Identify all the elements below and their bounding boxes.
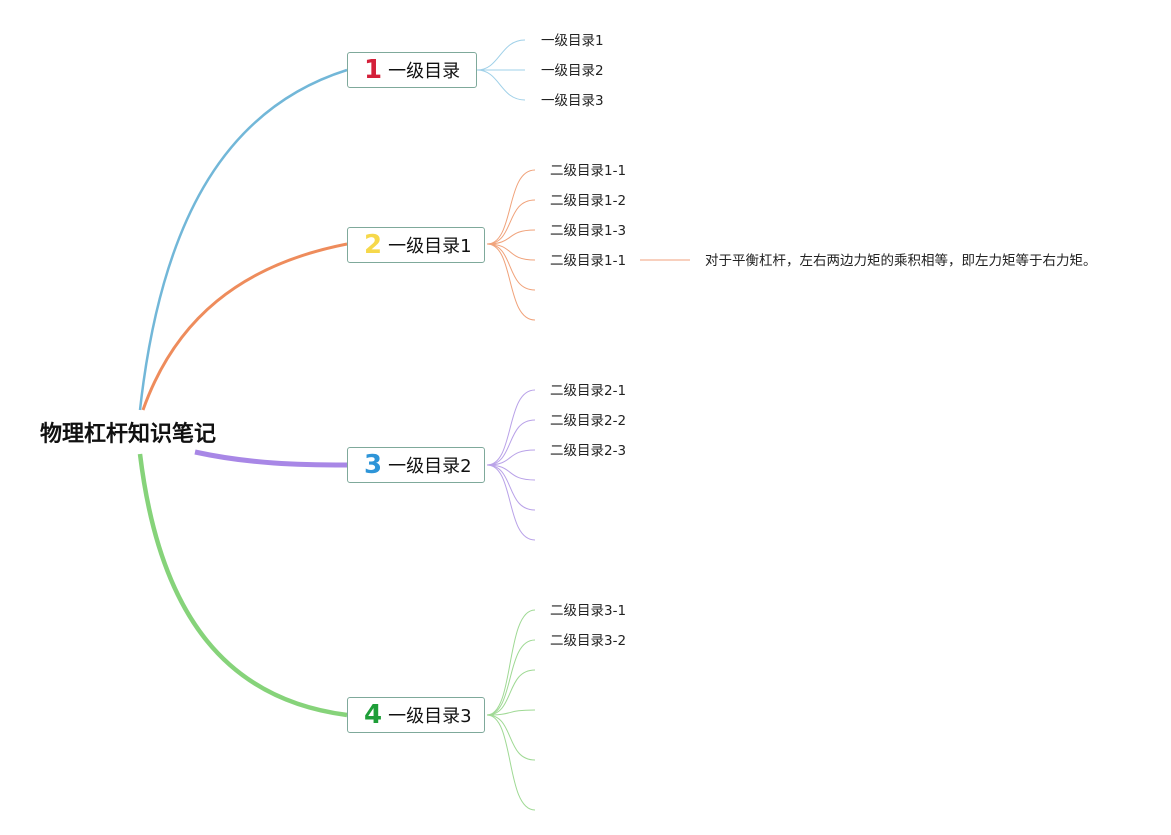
t1-child-1[interactable]: 一级目录1 [541,33,604,49]
topic-1-number-badge: 1 [364,55,383,85]
t3-child-2[interactable]: 二级目录2-2 [550,413,627,429]
branch-2-line [141,242,348,411]
t2-child-4-line [486,243,536,261]
topic-3-label: 一级目录2 [388,456,472,477]
branch-4-line [137,453,348,718]
t2-child-1-line [486,169,536,245]
topic-4-number-badge: 4 [364,700,383,730]
t3-child-3-line [486,449,536,466]
t4-child-5-line [486,714,536,761]
branch-1-line [138,68,348,411]
t2-child-3[interactable]: 二级目录1-3 [550,223,627,239]
topic-3-number-badge: 3 [364,450,383,480]
t3-child-1-line [486,389,536,466]
topic-4-label: 一级目录3 [388,706,472,727]
t3-child-2-line [486,419,536,466]
t3-child-4-line [486,464,536,481]
topic-2-label: 一级目录1 [388,236,472,257]
topic-3[interactable]: 3 一级目录2 [347,447,485,483]
branch-3-line [194,449,348,468]
t4-child-4-line [486,709,536,716]
t1-child-2[interactable]: 一级目录2 [541,63,604,79]
t2-child-4[interactable]: 二级目录1-1 [550,253,627,269]
t4-child-1[interactable]: 二级目录3-1 [550,603,627,619]
topic-1[interactable]: 1 一级目录 [347,52,477,88]
t3-child-3[interactable]: 二级目录2-3 [550,443,627,459]
t4-child-2-line [486,639,536,716]
t2-child-5-line [486,243,536,291]
t4-child-2[interactable]: 二级目录3-2 [550,633,627,649]
t3-child-6-line [486,464,536,541]
t1-child-1-line [476,39,526,71]
t4-child-3-line [486,669,536,716]
topic-2[interactable]: 2 一级目录1 [347,227,485,263]
t2-child-3-line [486,229,536,245]
t2-child-1[interactable]: 二级目录1-1 [550,163,627,179]
t2-child-2[interactable]: 二级目录1-2 [550,193,627,209]
t4-child-1-line [486,609,536,716]
t4-child-6-line [486,714,536,811]
t3-child-5-line [486,464,536,511]
t3-child-1[interactable]: 二级目录2-1 [550,383,627,399]
t2-child-2-line [486,199,536,245]
topic-2-number-badge: 2 [364,230,383,260]
t1-child-3[interactable]: 一级目录3 [541,93,604,109]
root-topic[interactable]: 物理杠杆知识笔记 [40,422,217,447]
topic-4[interactable]: 4 一级目录3 [347,697,485,733]
t2-note[interactable]: 对于平衡杠杆，左右两边力矩的乘积相等，即左力矩等于右力矩。 [705,253,1097,269]
t2-child-6-line [486,243,536,321]
t1-child-3-line [476,69,526,101]
topic-1-label: 一级目录 [388,61,461,82]
